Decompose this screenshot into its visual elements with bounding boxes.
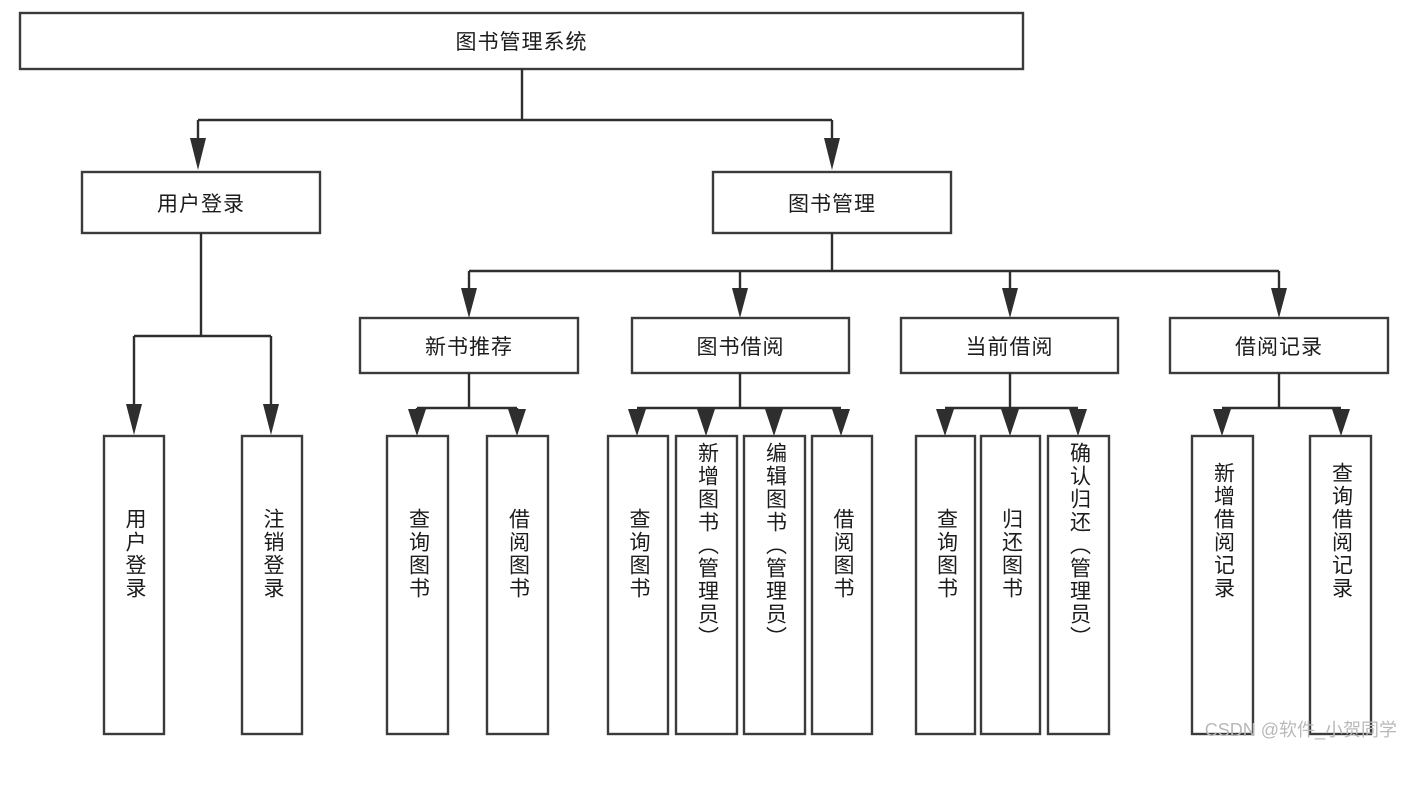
arrow-head-borrow-record bbox=[1271, 288, 1287, 318]
arrow-head-leaf-add-book bbox=[697, 409, 715, 436]
node-leaf-borrow-book-1-box[interactable] bbox=[485, 434, 550, 736]
diagram-canvas: 图书管理系统 用户登录 图书管理 新书推荐 图书借阅 当前借阅 借阅记录 用户登… bbox=[18, 11, 1397, 740]
node-root-box[interactable] bbox=[18, 11, 1025, 71]
node-leaf-edit-book-box[interactable] bbox=[742, 434, 807, 736]
arrow-head-current-borrow bbox=[1002, 288, 1018, 318]
arrow-head-user-login bbox=[190, 138, 206, 170]
arrow-head-leaf-query-record bbox=[1332, 409, 1350, 436]
tree-diagram-svg bbox=[18, 11, 1390, 736]
arrow-head-leaf-user-login bbox=[126, 404, 142, 435]
node-leaf-logout-login-box[interactable] bbox=[240, 434, 304, 736]
arrow-head-leaf-edit-book bbox=[765, 409, 783, 436]
arrow-head-book-borrow bbox=[732, 288, 748, 318]
arrow-head-leaf-query-book-3 bbox=[936, 409, 954, 436]
arrow-head-leaf-confirm-return bbox=[1069, 409, 1087, 436]
node-book-borrow-box[interactable] bbox=[630, 316, 851, 375]
node-leaf-add-record-box[interactable] bbox=[1190, 434, 1255, 736]
node-leaf-query-book-3-box[interactable] bbox=[914, 434, 977, 736]
arrow-head-leaf-query-book-2 bbox=[628, 409, 646, 436]
arrow-head-leaf-add-record bbox=[1213, 409, 1231, 436]
node-new-book-recommend-box[interactable] bbox=[358, 316, 580, 375]
arrow-head-leaf-logout-login bbox=[263, 404, 279, 435]
node-leaf-query-book-2-box[interactable] bbox=[606, 434, 670, 736]
node-leaf-add-book-box[interactable] bbox=[674, 434, 739, 736]
arrow-head-leaf-borrow-book-2 bbox=[832, 409, 850, 436]
arrow-head-leaf-return-book bbox=[1001, 409, 1019, 436]
node-borrow-record-box[interactable] bbox=[1168, 316, 1390, 375]
node-current-borrow-box[interactable] bbox=[899, 316, 1120, 375]
node-user-login-box[interactable] bbox=[80, 170, 322, 235]
node-leaf-confirm-return-box[interactable] bbox=[1046, 434, 1111, 736]
node-book-management-box[interactable] bbox=[711, 170, 953, 235]
arrow-head-leaf-query-book-1 bbox=[408, 409, 426, 436]
node-leaf-borrow-book-2-box[interactable] bbox=[810, 434, 874, 736]
node-leaf-user-login-box[interactable] bbox=[102, 434, 166, 736]
arrow-head-new-book-recommend bbox=[461, 288, 477, 318]
arrow-head-book-management bbox=[824, 138, 840, 170]
node-leaf-query-book-1-box[interactable] bbox=[385, 434, 450, 736]
node-leaf-return-book-box[interactable] bbox=[979, 434, 1042, 736]
node-leaf-query-record-box[interactable] bbox=[1308, 434, 1373, 736]
arrow-head-leaf-borrow-book-1 bbox=[508, 409, 526, 436]
